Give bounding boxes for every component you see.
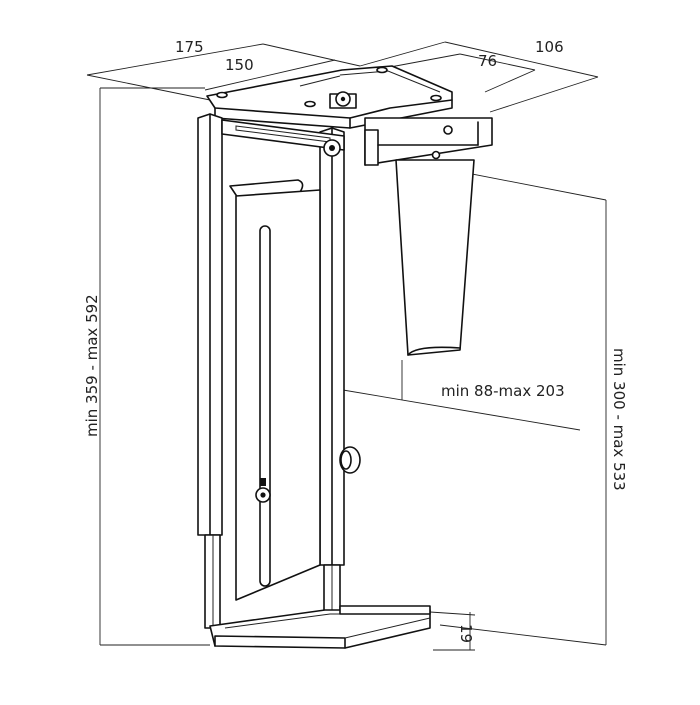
slide-bracket	[364, 117, 493, 166]
label-total-height: min 359 - max 592	[83, 294, 101, 437]
base-plate	[209, 605, 431, 649]
dimension-lines	[86, 41, 607, 651]
dimension-labels: 175 150 106 76 min 359 - max 592 min 300…	[83, 38, 628, 643]
left-post	[197, 113, 223, 629]
label-top-inner-depth: 150	[225, 56, 254, 74]
label-base-height: 19	[457, 624, 475, 643]
label-inner-height: min 300 - max 533	[610, 348, 628, 491]
right-post	[319, 127, 345, 616]
top-crossbar	[221, 119, 345, 157]
label-top-inner-width: 76	[478, 52, 497, 70]
side-panel	[229, 179, 321, 601]
side-knob	[339, 446, 361, 474]
label-top-depth: 175	[175, 38, 204, 56]
label-inner-width: min 88-max 203	[441, 382, 565, 400]
hanging-panel	[395, 159, 475, 356]
label-top-width: 106	[535, 38, 564, 56]
